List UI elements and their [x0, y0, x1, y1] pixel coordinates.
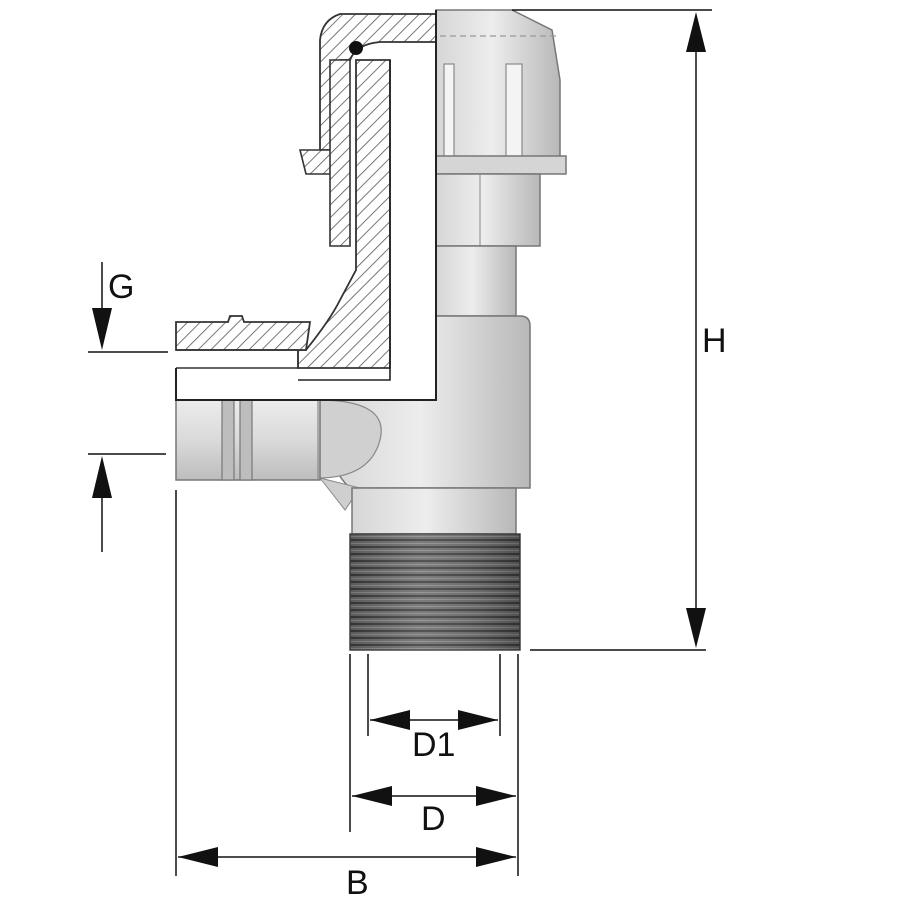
section-cut: [175, 10, 437, 401]
fitting-body: [175, 9, 567, 651]
label-D1: D1: [412, 726, 455, 764]
dimension-G: G: [88, 262, 168, 552]
label-D: D: [421, 800, 446, 838]
dimension-B: B: [175, 490, 516, 901]
label-G: G: [108, 268, 134, 306]
label-B: B: [346, 864, 369, 901]
dimension-H: H: [512, 9, 727, 651]
label-H: H: [702, 322, 727, 360]
dimension-D1: D1: [367, 654, 501, 764]
dimension-D: D: [349, 654, 519, 876]
